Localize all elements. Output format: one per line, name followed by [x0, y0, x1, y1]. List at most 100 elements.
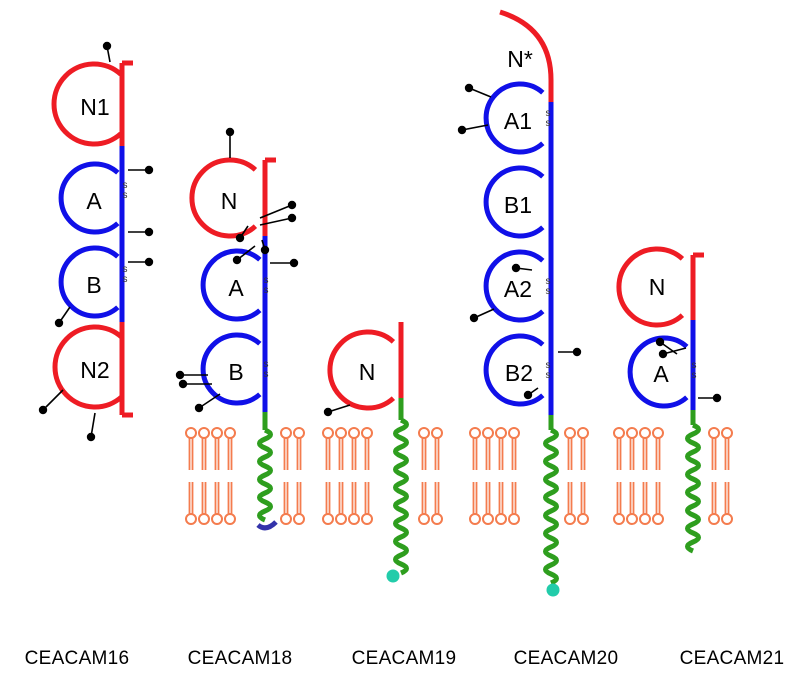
glycosylation-site-icon — [470, 314, 478, 322]
glycosylation-site-icon — [226, 128, 234, 136]
lipid-head — [709, 428, 719, 438]
glycosylation-site-icon — [233, 256, 241, 264]
glycosylation-site-icon — [145, 166, 153, 174]
lipid-head — [323, 428, 333, 438]
domain-label-ceacam20-nstar: N* — [507, 46, 533, 72]
domain-label-ceacam20-b1: B1 — [504, 192, 532, 218]
lipid-head — [225, 428, 235, 438]
lipid-head — [432, 428, 442, 438]
lipid-head — [470, 428, 480, 438]
glycosylation-site-icon — [458, 126, 466, 134]
lipid-head — [336, 514, 346, 524]
lipid-head — [225, 514, 235, 524]
domain-label-group: N1 A B N2 N A B N N* A1 B1 A2 B2 N A — [80, 46, 669, 387]
transmembrane-group — [258, 420, 699, 597]
gpi-anchor-icon — [387, 570, 400, 583]
transmembrane-helix — [546, 430, 557, 583]
lipid-head — [483, 428, 493, 438]
lipid-head — [496, 428, 506, 438]
lipid-head — [349, 428, 359, 438]
glycosylation-site-icon — [713, 394, 721, 402]
lipid-head — [186, 428, 196, 438]
lipid-head — [362, 428, 372, 438]
domain-label-ceacam16-a: A — [86, 188, 102, 214]
lipid-head — [294, 514, 304, 524]
lipid-head — [565, 428, 575, 438]
domain-label-ceacam16-n2: N2 — [80, 357, 109, 383]
lipid-head — [509, 428, 519, 438]
transmembrane-helix — [260, 430, 271, 520]
lipid-head — [653, 514, 663, 524]
lipid-head — [419, 514, 429, 524]
disulfide-bond-icon: s — [264, 285, 269, 296]
lipid-head — [349, 514, 359, 524]
lipid-head — [722, 514, 732, 524]
glycosylation-site-icon — [145, 258, 153, 266]
lipid-head — [578, 514, 588, 524]
glycosylation-site-icon — [176, 371, 184, 379]
transmembrane-helix — [688, 425, 699, 551]
domain-label-ceacam20-a1: A1 — [504, 108, 532, 134]
domain-label-ceacam16-n1: N1 — [80, 94, 109, 120]
domain-label-ceacam18-a: A — [228, 275, 244, 301]
lipid-head — [432, 514, 442, 524]
glycosylation-site-icon — [179, 380, 187, 388]
glycosylation-site-icon — [290, 259, 298, 267]
domain-label-ceacam19-n: N — [359, 359, 376, 385]
glycosylation-site-icon — [236, 234, 244, 242]
lipid-head — [722, 428, 732, 438]
disulfide-bond-icon: s — [123, 190, 128, 201]
glycosylation-site-icon — [261, 246, 269, 254]
domain-label-ceacam21-a: A — [653, 361, 669, 387]
cytoplasmic-tail — [258, 522, 276, 528]
transmembrane-helix — [396, 420, 407, 573]
lipid-head — [212, 514, 222, 524]
lipid-head — [323, 514, 333, 524]
disulfide-bond-icon: s — [264, 369, 269, 380]
lipid-head — [199, 514, 209, 524]
lipid-head — [419, 428, 429, 438]
glycosylation-site-icon — [39, 406, 47, 414]
disulfide-bond-icon: s — [546, 118, 551, 129]
lipid-head — [186, 514, 196, 524]
molecule-name-ceacam20: CEACAM20 — [491, 648, 641, 670]
glycosylation-site-icon — [87, 433, 95, 441]
lipid-head — [281, 514, 291, 524]
lipid-head — [212, 428, 222, 438]
lipid-head — [496, 514, 506, 524]
lipid-head — [362, 514, 372, 524]
disulfide-bond-group: ssssssssssssssss — [123, 108, 697, 381]
molecule-name-ceacam16: CEACAM16 — [2, 648, 152, 670]
glycan-group — [39, 42, 721, 441]
disulfide-bond-icon: s — [546, 286, 551, 297]
lipid-head — [709, 514, 719, 524]
lipid-head — [294, 428, 304, 438]
domain-label-ceacam18-b: B — [228, 359, 243, 385]
lipid-head — [614, 428, 624, 438]
molecule-name-ceacam19: CEACAM19 — [329, 648, 479, 670]
lipid-head — [199, 428, 209, 438]
lipid-head — [640, 428, 650, 438]
molecule-name-ceacam18: CEACAM18 — [165, 648, 315, 670]
glycosylation-site-icon — [288, 201, 296, 209]
lipid-head — [470, 514, 480, 524]
glycan-stem — [43, 390, 63, 410]
glycosylation-site-icon — [324, 408, 332, 416]
glycosylation-site-icon — [524, 391, 532, 399]
lipid-head — [653, 428, 663, 438]
glycosylation-site-icon — [465, 84, 473, 92]
stalk-group — [122, 12, 704, 430]
lipid-head — [627, 514, 637, 524]
lipid-head — [565, 514, 575, 524]
domain-label-ceacam20-a2: A2 — [504, 276, 532, 302]
molecule-name-ceacam21: CEACAM21 — [657, 648, 797, 670]
lipid-head — [336, 428, 346, 438]
lipid-head — [509, 514, 519, 524]
lipid-head — [640, 514, 650, 524]
glycosylation-site-icon — [103, 42, 111, 50]
glycosylation-site-icon — [659, 350, 667, 358]
domain-label-ceacam18-n: N — [221, 188, 238, 214]
domain-label-ceacam21-n: N — [649, 274, 666, 300]
